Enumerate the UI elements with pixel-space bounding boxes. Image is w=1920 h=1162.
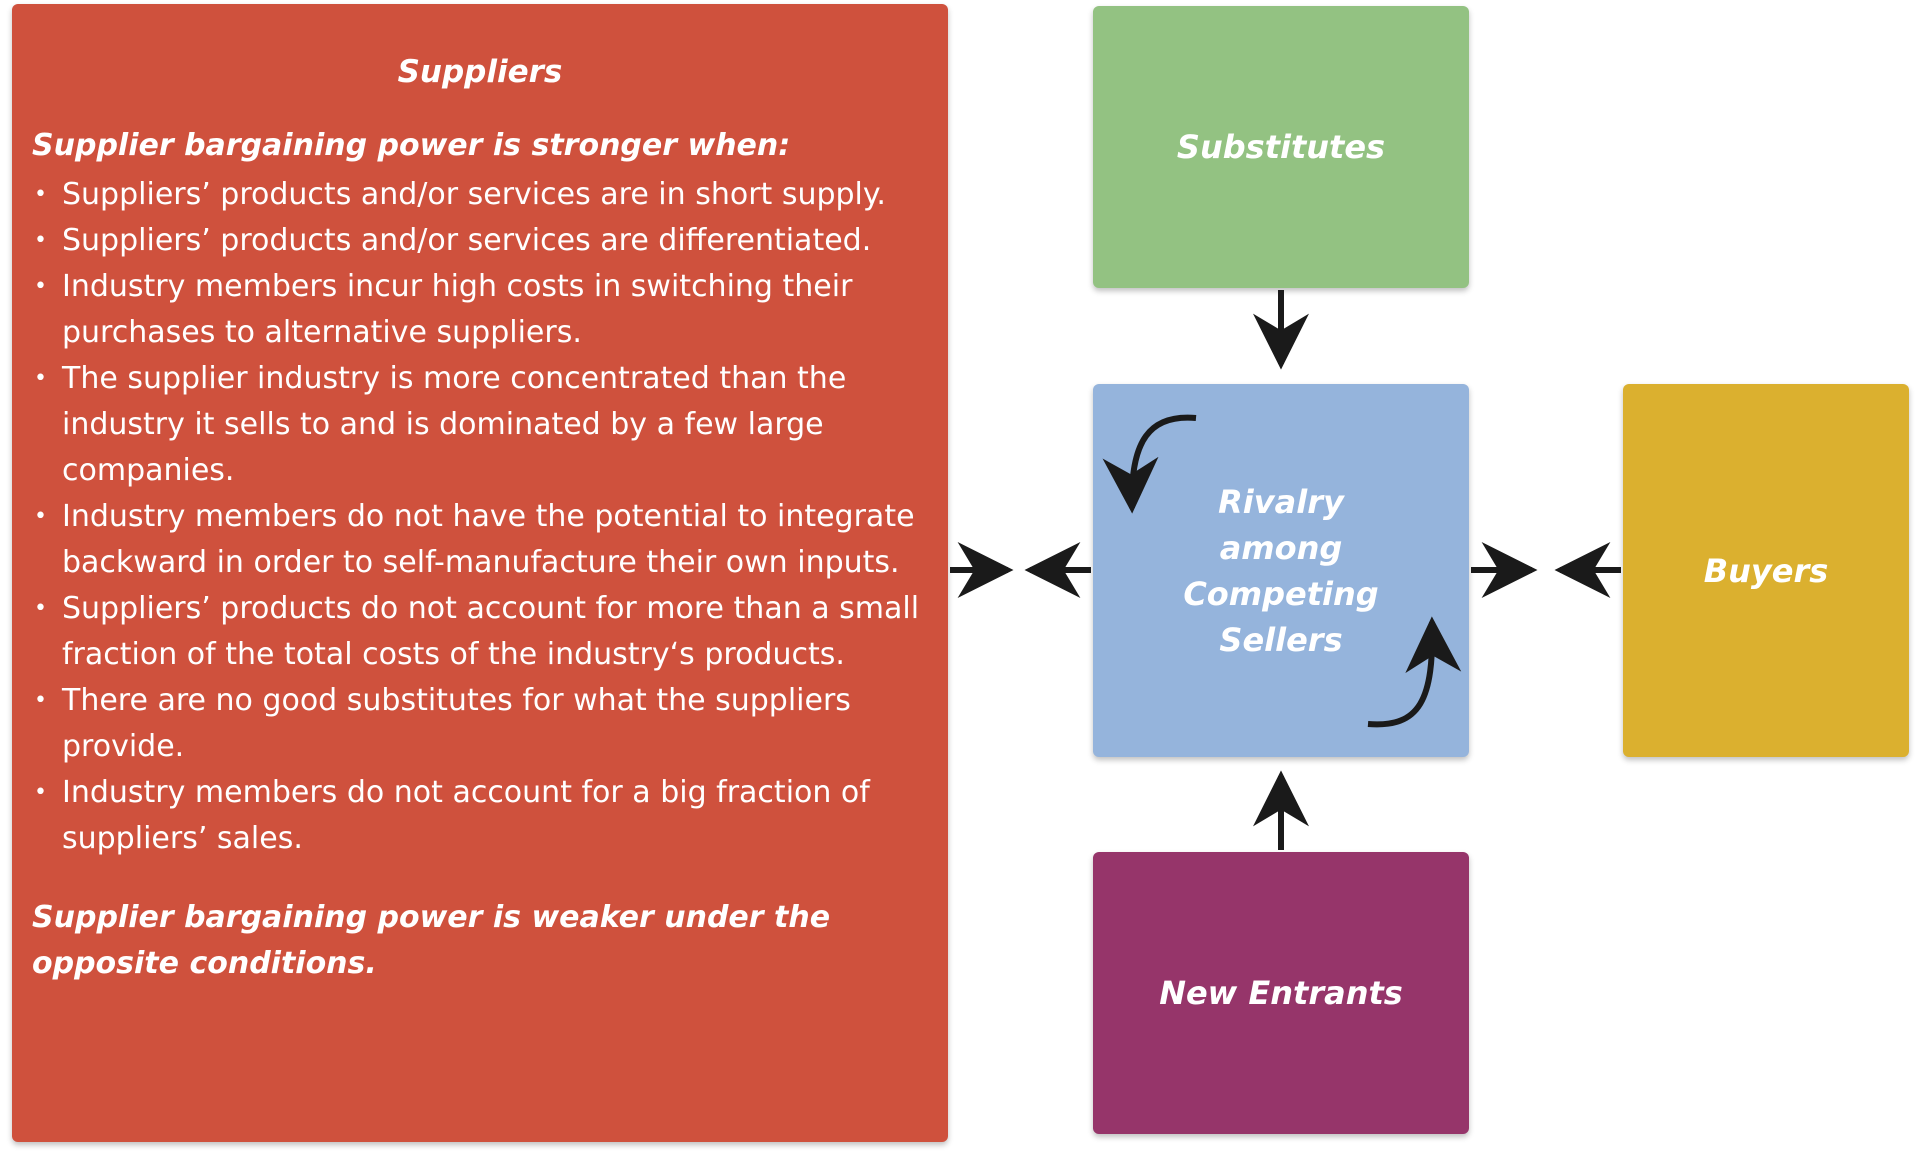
suppliers-bullet: There are no good substitutes for what t… <box>32 678 928 770</box>
suppliers-title: Suppliers <box>397 54 563 90</box>
rivalry-label: Rivalry among Competing Sellers <box>1183 482 1379 659</box>
suppliers-bullet: Industry members do not account for a bi… <box>32 770 928 862</box>
suppliers-bullet: Suppliers’ products and/or services are … <box>32 218 928 264</box>
suppliers-bullet: Suppliers’ products do not account for m… <box>32 586 928 678</box>
suppliers-bullet-list: Suppliers’ products and/or services are … <box>32 172 928 862</box>
suppliers-intro: Supplier bargaining power is stronger wh… <box>32 128 791 163</box>
new-entrants-label: New Entrants <box>1159 974 1403 1012</box>
suppliers-bullet: Suppliers’ products and/or services are … <box>32 172 928 218</box>
buyers-box: Buyers <box>1623 384 1909 757</box>
suppliers-bullet: Industry members incur high costs in swi… <box>32 264 928 356</box>
suppliers-bullet: Industry members do not have the potenti… <box>32 494 928 586</box>
suppliers-box: Suppliers Supplier bargaining power is s… <box>12 4 948 1142</box>
rivalry-box: Rivalry among Competing Sellers <box>1093 384 1469 757</box>
substitutes-box: Substitutes <box>1093 6 1469 288</box>
suppliers-outro: Supplier bargaining power is weaker unde… <box>32 900 831 981</box>
new-entrants-box: New Entrants <box>1093 852 1469 1134</box>
substitutes-label: Substitutes <box>1176 128 1386 166</box>
suppliers-bullet: The supplier industry is more concentrat… <box>32 356 928 494</box>
buyers-label: Buyers <box>1703 551 1829 590</box>
